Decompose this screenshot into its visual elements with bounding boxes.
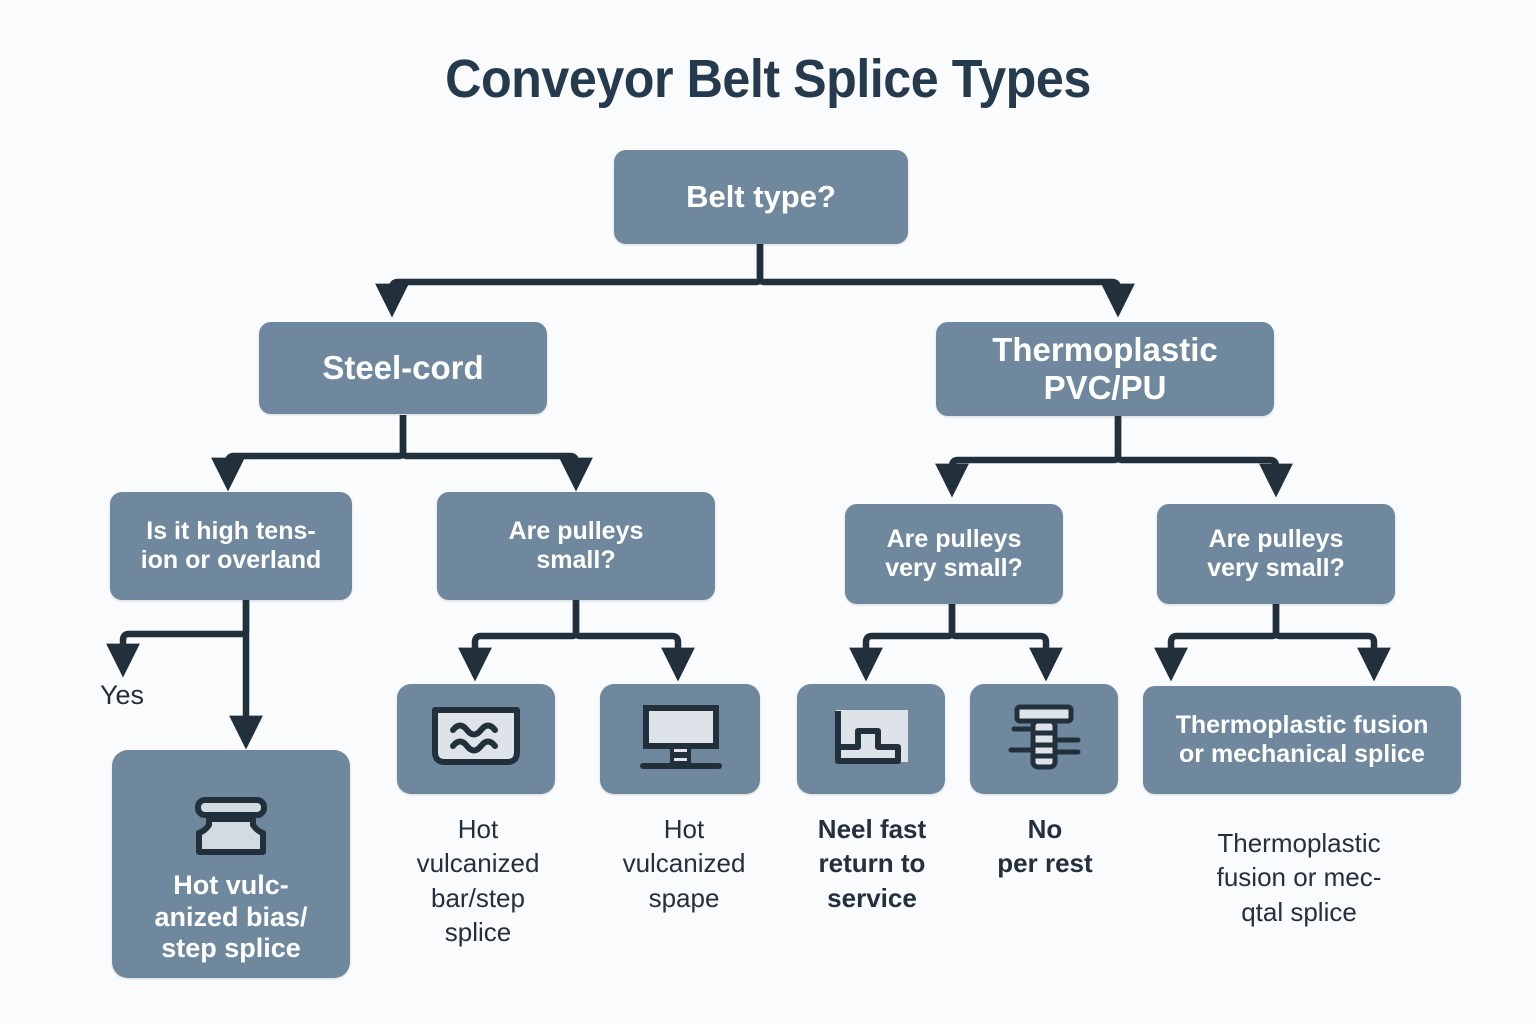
edge-steelcord-to-pulleys [399,415,593,492]
leaf-hot-vulcanized-bias-step-label: Hot vulc- anized bias/ step splice [154,870,308,963]
wavy-lines-tray-icon [427,706,525,773]
node-pulleys-very-small-2[interactable]: Are pulleys very small? [1157,504,1395,604]
tile-need-fast-return[interactable] [797,684,945,794]
edge-tension-to-yes [106,600,250,678]
vulcanizing-press-icon [187,764,275,867]
edge-root-to-steelcord [375,243,764,318]
caption-hot-vulcanized-bar-step: Hot vulcanized bar/step splice [416,814,540,947]
node-pulleys-small[interactable]: Are pulleys small? [437,492,715,600]
caption-thermoplastic-fusion: Thermoplastic fusion or mec- qtal splice [1216,828,1382,927]
leaf-thermoplastic-fusion-box-label: Thermoplastic fusion or mechanical splic… [1175,711,1429,768]
edge-pulleys-to-leaf2 [572,600,695,682]
edge-verysmall2-to-leaf1 [1154,604,1280,682]
tile-no-per-rest[interactable] [970,684,1118,794]
node-belt-type[interactable]: Belt type? [614,150,908,244]
bolt-fastener-icon [1000,702,1088,777]
edge-thermoplastic-to-pulleys1 [935,416,1122,498]
node-pulleys-very-small-1[interactable]: Are pulleys very small? [845,504,1063,604]
edge-label-yes: Yes [100,680,145,710]
edge-pulleys-to-leaf1 [458,600,580,682]
tile-hot-vulcanized-spape[interactable] [600,684,760,794]
node-thermoplastic-label: Thermoplastic PVC/PU [992,330,1218,406]
leaf-hot-vulcanized-bias-step[interactable]: Hot vulc- anized bias/ step splice [112,750,350,978]
caption-need-fast-return: Neel fast return to service [817,814,927,913]
leaf-thermoplastic-fusion-box[interactable]: Thermoplastic fusion or mechanical splic… [1143,686,1461,794]
monitor-screen-icon [631,703,729,776]
edge-verysmall1-to-leaf2 [948,604,1063,682]
tile-hot-vulcanized-bar-step[interactable] [397,684,555,794]
edge-root-to-thermoplastic [756,243,1135,318]
page-title: Conveyor Belt Splice Types [445,49,1091,109]
node-high-tension-label: Is it high tens- ion or overland [140,517,322,574]
node-belt-type-label: Belt type? [686,179,836,215]
node-thermoplastic[interactable]: Thermoplastic PVC/PU [936,322,1274,416]
edge-thermoplastic-to-pulleys2 [1114,416,1293,498]
step-profile-icon [826,705,916,774]
edge-steelcord-to-tension [211,415,407,492]
caption-no-per-rest: No per rest [997,814,1093,879]
node-high-tension[interactable]: Is it high tens- ion or overland [110,492,352,600]
node-pulleys-very-small-2-label: Are pulleys very small? [1207,525,1345,582]
caption-hot-vulcanized-spape: Hot vulcanized spape [622,814,746,913]
node-pulleys-small-label: Are pulleys small? [508,517,644,574]
edge-verysmall1-to-leaf1 [849,604,956,682]
node-steel-cord-label: Steel-cord [322,348,484,386]
node-steel-cord[interactable]: Steel-cord [259,322,547,414]
node-pulleys-very-small-1-label: Are pulleys very small? [885,525,1023,582]
edge-verysmall2-to-leaf2 [1272,604,1391,682]
